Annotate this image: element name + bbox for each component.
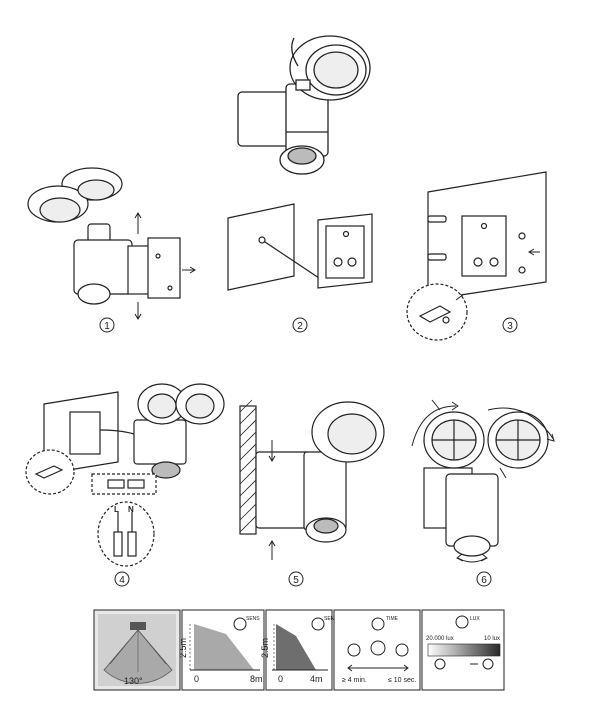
step-1-arrows (134, 212, 196, 320)
step-3-arrows (455, 248, 540, 301)
lux-dial-label: LUX (470, 616, 480, 622)
time-dial-label: TIME (386, 616, 399, 622)
step-number-4: 4 (119, 575, 125, 586)
panel-range-4m (265, 609, 333, 691)
step-5-figure (239, 399, 385, 543)
panel-time (333, 609, 421, 691)
range-b-height: 2.5m (260, 638, 270, 658)
range-a-distance: 8m (250, 674, 263, 684)
assembled-lamp-top (237, 35, 371, 175)
range-a-sens-label: SENS (246, 616, 260, 622)
step-number-5: 5 (293, 575, 299, 586)
range-a-height: 2.5m (178, 638, 188, 658)
range-b-distance: 4m (310, 674, 323, 684)
step-4-figure (25, 383, 225, 567)
step-2-figure (227, 203, 373, 291)
panel-range-8m (181, 609, 265, 691)
range-a-start: 0 (194, 674, 199, 684)
step-3-figure (406, 171, 547, 341)
step-number-3: 3 (507, 321, 513, 332)
panel-lux (421, 609, 505, 691)
step-number-6: 6 (481, 575, 487, 586)
step-numbers: 1 2 3 4 5 6 (99, 317, 518, 587)
lux-high-label: 20.000 lux (426, 636, 454, 642)
detection-angle-label: 130° (124, 676, 143, 686)
step-number-2: 2 (297, 321, 303, 332)
time-min-label: ≥ 4 min. (342, 677, 367, 684)
wire-neutral-label: N (128, 505, 134, 514)
range-b-start: 0 (278, 674, 283, 684)
wire-live-label: L (114, 505, 119, 514)
step-number-1: 1 (104, 321, 110, 332)
range-b-sens-label: SENS (324, 616, 338, 622)
time-max-label: ≤ 10 sec. (388, 677, 416, 684)
panel-detection-angle (93, 609, 181, 691)
step-6-arrows (411, 399, 555, 563)
step-6-figure (423, 411, 549, 557)
lux-low-label: 10 lux (484, 636, 500, 642)
step-5-arrows (268, 440, 276, 560)
step-1-figure (27, 167, 181, 305)
